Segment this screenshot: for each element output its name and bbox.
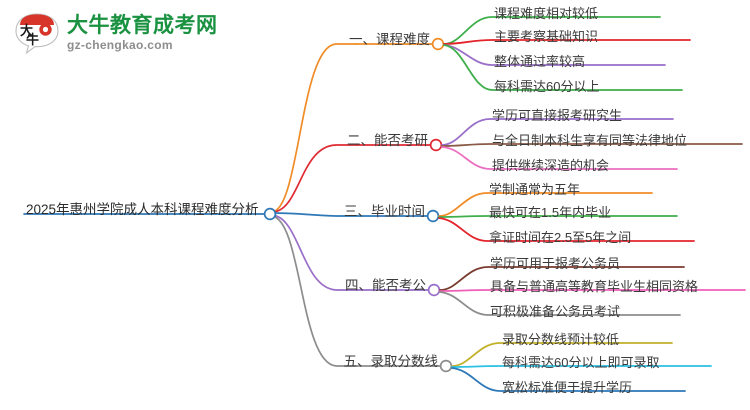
logo-text: 大牛教育成考网 gz-chengkao.com	[67, 15, 218, 51]
branch-label-4: 四、能否考公	[345, 278, 426, 293]
branch-label-5: 五、录取分数线	[343, 354, 439, 369]
logo-chinese-name: 大牛教育成考网	[67, 14, 218, 37]
leaf-label-5-1: 录取分数线预计较低	[502, 332, 620, 347]
leaf-label-1-4: 每科需达60分以上	[494, 79, 600, 94]
svg-text:牛: 牛	[26, 32, 39, 47]
leaf-label-3-3: 拿证时间在2.5至5年之间	[489, 230, 632, 245]
leaf-label-5-3: 宽松标准便于提升学历	[502, 380, 633, 395]
site-logo: 大 牛 大牛教育成考网 gz-chengkao.com	[14, 8, 244, 58]
leaf-label-1-3: 整体通过率较高	[494, 54, 586, 69]
leaf-label-1-1: 课程难度相对较低	[494, 6, 599, 21]
svg-text:大: 大	[20, 23, 33, 38]
leaf-label-4-1: 学历可用于报考公务员	[490, 256, 621, 271]
branch-label-1: 一、课程难度	[349, 32, 430, 47]
leaf-label-1-2: 主要考察基础知识	[494, 29, 599, 44]
root-node-label: 2025年惠州学院成人本科课程难度分析	[26, 202, 259, 217]
logo-domain-text: gz-chengkao.com	[67, 38, 173, 52]
leaf-label-4-2: 具备与普通高等教育毕业生相同资格	[490, 279, 699, 294]
leaf-label-2-1: 学历可直接报考研究生	[492, 108, 623, 123]
leaf-label-3-2: 最快可在1.5年内毕业	[489, 205, 612, 220]
branch-label-3: 三、毕业时间	[344, 204, 425, 219]
leaf-label-4-3: 可积极准备公务员考试	[490, 304, 621, 319]
bull-logo-icon: 大 牛	[14, 11, 60, 55]
leaf-label-3-1: 学制通常为五年	[489, 182, 581, 197]
leaf-label-2-3: 提供继续深造的机会	[492, 158, 610, 173]
branch-label-2: 二、能否考研	[347, 133, 428, 148]
leaf-label-5-2: 每科需达60分以上即可录取	[502, 355, 660, 370]
leaf-label-2-2: 与全日制本科生享有同等法律地位	[492, 133, 688, 148]
